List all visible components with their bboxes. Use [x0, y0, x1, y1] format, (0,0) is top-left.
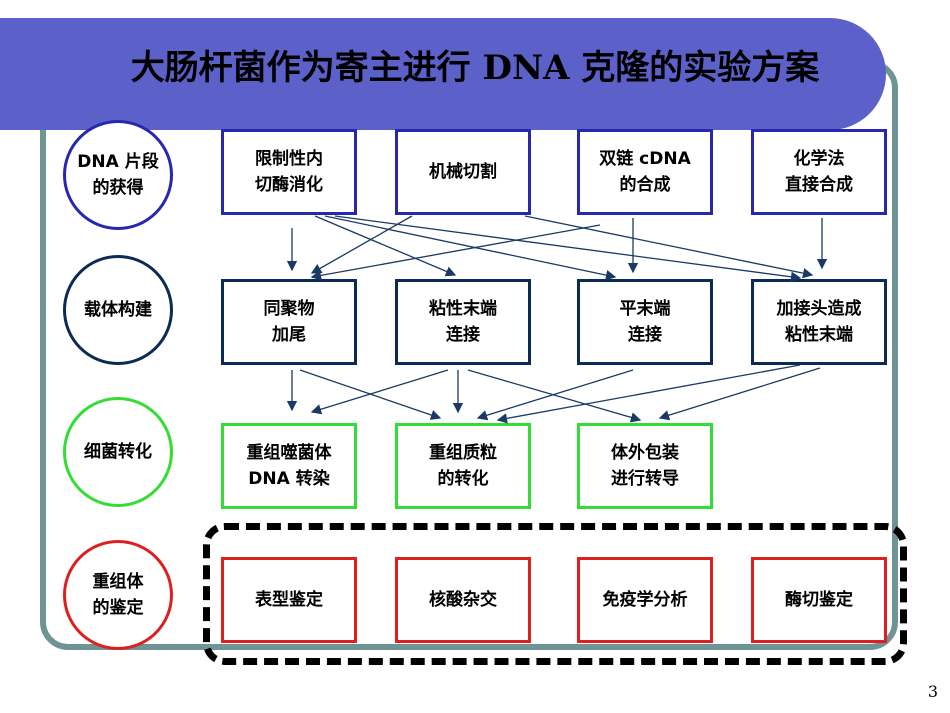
arrow-r2-7 [496, 364, 801, 424]
box-enzyme-digest-identification: 酶切鉴定 [751, 557, 887, 643]
box-phage-transfection: 重组噬菌体 DNA 转染 [221, 423, 357, 509]
arrow-r1-5 [310, 215, 413, 274]
box-blunt-end-ligation: 平末端 连接 [577, 279, 713, 365]
box-in-vitro-packaging: 体外包装 进行转导 [577, 423, 713, 509]
box-cdna-synthesis: 双链 cDNA 的合成 [577, 129, 713, 215]
title-banner [0, 18, 886, 130]
identification-highlight [203, 523, 907, 665]
arrow-r2-6 [476, 369, 634, 421]
box-phenotype-identification: 表型鉴定 [221, 557, 357, 643]
box-restriction-digest: 限制性内 切酶消化 [221, 129, 357, 215]
stage-dna-acquisition: DNA 片段 的获得 [63, 120, 173, 230]
stage-bacterial-transformation: 细菌转化 [63, 397, 173, 507]
arrow-r1-2 [314, 215, 457, 277]
arrow-r1-3 [324, 215, 617, 281]
box-sticky-end-ligation: 粘性末端 连接 [395, 279, 531, 365]
box-plasmid-transformation: 重组质粒 的转化 [395, 423, 531, 509]
box-homopolymer-tailing: 同聚物 加尾 [221, 279, 357, 365]
arrow-r2-8 [658, 367, 821, 421]
arrow-r2-4 [310, 369, 449, 415]
arrow-r1-7 [310, 224, 601, 281]
arrow-r1-4 [334, 215, 802, 282]
box-chemical-synthesis: 化学法 直接合成 [751, 129, 887, 215]
page-number: 3 [927, 682, 938, 701]
stage-vector-construction: 载体构建 [63, 255, 173, 365]
box-nucleic-acid-hybridization: 核酸杂交 [395, 557, 531, 643]
box-immunological-analysis: 免疫学分析 [577, 557, 713, 643]
arrow-r1-6 [524, 215, 814, 279]
box-mechanical-shearing: 机械切割 [395, 129, 531, 215]
box-linker-sticky-end: 加接头造成 粘性末端 [751, 279, 887, 365]
page-title: 大肠杆菌作为寄主进行 DNA 克隆的实验方案 [130, 48, 820, 88]
cdna-label: 双链 cDNA 的合成 [599, 149, 691, 195]
stage-recombinant-identification: 重组体 的鉴定 [63, 540, 173, 650]
